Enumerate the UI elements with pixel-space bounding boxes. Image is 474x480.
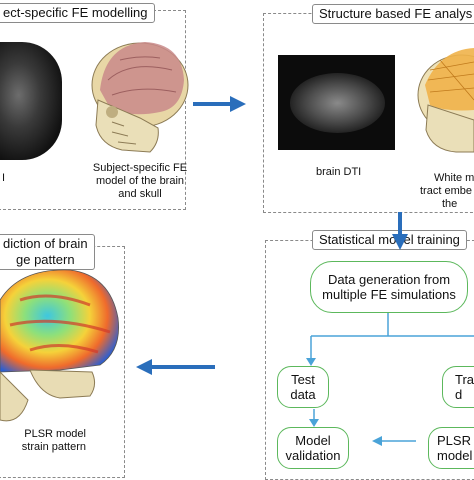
arrow-right-icon: [193, 96, 246, 112]
split-connector: [310, 313, 474, 360]
test-data-node: Test data: [277, 366, 329, 408]
train-data-node: Tra d: [442, 366, 474, 408]
panel-title-prediction: diction of brain ge pattern: [0, 234, 95, 270]
mri-caption: I: [2, 172, 6, 184]
arrow-left-icon: [136, 359, 215, 375]
arrow-down-icon: [392, 212, 408, 250]
tract-caption: White m tract embe the: [420, 172, 474, 210]
panel-title-subject-specific: ect-specific FE modelling: [0, 3, 155, 23]
prediction-caption: PLSR model strain pattern: [21, 428, 86, 453]
mri-scan-image: [0, 42, 62, 160]
brain-dti-image: [278, 55, 395, 150]
plsr-model-node: PLSR model: [428, 427, 474, 469]
dti-caption: brain DTI: [316, 166, 362, 178]
panel-title-statistical-training: Statistical model training: [312, 230, 467, 250]
panel-title-structure-based: Structure based FE analys: [312, 4, 474, 24]
model-validation-node: Model validation: [277, 427, 349, 469]
model-caption: Subject-specific FE model of the brain a…: [92, 162, 188, 200]
data-generation-node: Data generation from multiple FE simulat…: [310, 261, 468, 313]
arrow-plsr-to-validation-icon: [372, 436, 416, 446]
arrow-to-test-data-icon: [306, 358, 316, 366]
arrow-test-to-validation-icon: [309, 409, 319, 427]
